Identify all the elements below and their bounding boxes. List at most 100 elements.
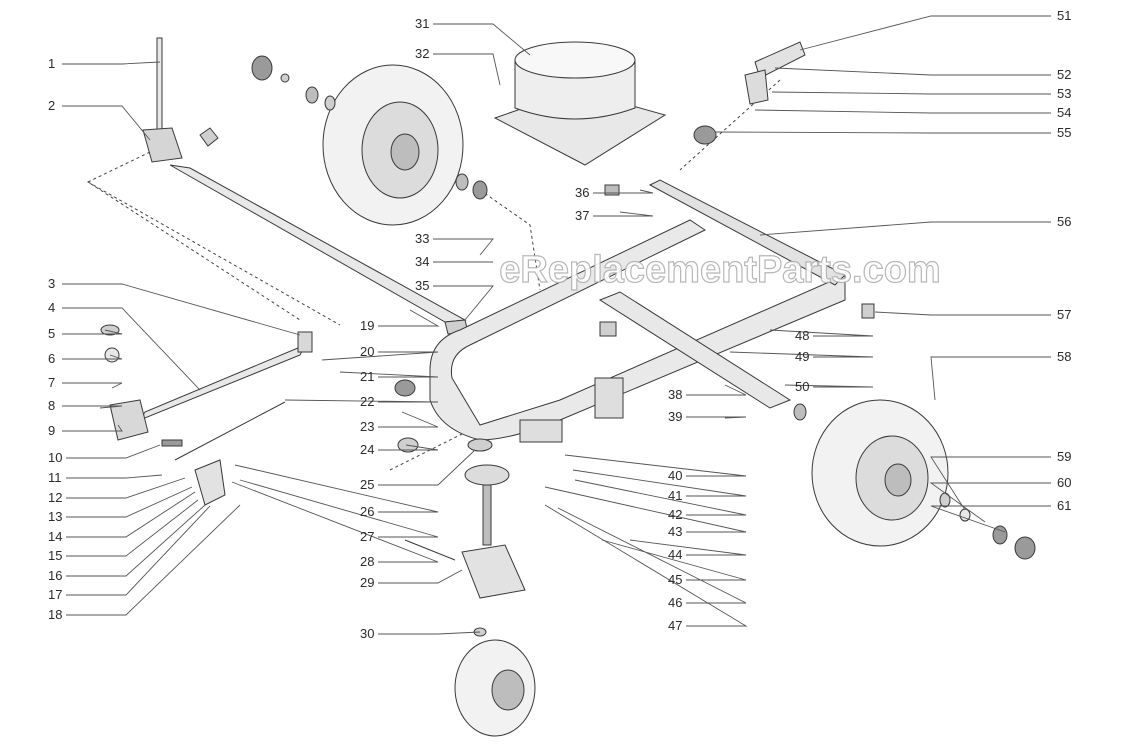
leader-line-32 (433, 53, 501, 86)
part-callout-15: 15 (48, 548, 62, 563)
leader-line-41 (572, 469, 747, 497)
part-callout-5: 5 (48, 326, 55, 341)
axle-bracket (594, 377, 624, 419)
part-callout-50: 50 (795, 379, 809, 394)
clip (604, 184, 620, 196)
pivot-bracket (109, 399, 149, 441)
caster-plate (464, 464, 510, 486)
leader-line-59 (930, 456, 1051, 511)
cam-disc (104, 347, 120, 363)
part-callout-60: 60 (1057, 475, 1071, 490)
part-callout-18: 18 (48, 607, 62, 622)
part-callout-51: 51 (1057, 8, 1071, 23)
part-callout-24: 24 (360, 442, 374, 457)
leader-line-53 (771, 91, 1051, 95)
part-callout-19: 19 (360, 318, 374, 333)
caster-fork (461, 544, 526, 599)
mount-plate (519, 419, 563, 443)
front-caster-assembly (404, 438, 536, 737)
leader-line-28 (231, 481, 439, 563)
leader-line-45 (601, 539, 747, 581)
part-callout-34: 34 (415, 254, 429, 269)
leader-line-18 (66, 504, 241, 616)
leader-line-57 (874, 311, 1051, 316)
part-callout-33: 33 (415, 231, 429, 246)
latch-plate (744, 69, 769, 105)
part-callout-16: 16 (48, 568, 62, 583)
handle-bracket (142, 127, 183, 163)
part-callout-36: 36 (575, 185, 589, 200)
link-rod (174, 401, 286, 461)
leader-line-61 (930, 505, 1051, 533)
cap (394, 379, 416, 397)
control-arm (138, 344, 307, 422)
part-callout-14: 14 (48, 529, 62, 544)
part-callout-58: 58 (1057, 349, 1071, 364)
leader-line-51 (799, 15, 1051, 51)
leader-lines (62, 15, 1051, 635)
leader-line-37 (593, 211, 654, 217)
leader-line-49 (729, 351, 874, 358)
leader-line-8 (62, 405, 123, 409)
leader-line-50 (784, 384, 874, 388)
leader-line-46 (557, 507, 747, 604)
part-callout-13: 13 (48, 509, 62, 524)
leader-line-10 (66, 444, 161, 459)
bushing (599, 321, 617, 337)
leader-line-20 (321, 351, 439, 361)
part-callout-53: 53 (1057, 86, 1071, 101)
hub-cap (251, 55, 273, 81)
hopper-rim (514, 41, 636, 79)
part-callout-57: 57 (1057, 307, 1071, 322)
part-callout-45: 45 (668, 572, 682, 587)
leader-line-60 (929, 482, 1051, 523)
frame-cross-rail (648, 179, 846, 286)
part-callout-35: 35 (415, 278, 429, 293)
part-callout-10: 10 (48, 450, 62, 465)
part-callout-43: 43 (668, 524, 682, 539)
part-callout-28: 28 (360, 554, 374, 569)
caster-hub (491, 669, 525, 711)
hopper-assembly (493, 41, 667, 166)
part-callout-38: 38 (668, 387, 682, 402)
leader-line-54 (754, 109, 1051, 114)
leader-line-36 (593, 189, 654, 194)
part-callout-32: 32 (415, 46, 429, 61)
leader-line-23 (378, 411, 439, 428)
leader-line-14 (66, 491, 196, 538)
watermark-text: eReplacementParts.com (499, 249, 940, 291)
hub (390, 133, 420, 171)
leader-line-56 (759, 221, 1051, 236)
leader-line-13 (66, 486, 193, 518)
leader-line-15 (66, 499, 199, 557)
leader-line-7 (62, 382, 123, 389)
inner-bearing (793, 403, 807, 421)
right-linkage (394, 41, 875, 453)
leader-line-11 (66, 474, 163, 479)
washer (280, 73, 290, 83)
latch-knob (693, 125, 717, 145)
leader-line-55 (714, 131, 1051, 134)
caster-spring (404, 539, 456, 561)
hub-cap (1014, 536, 1036, 560)
leader-line-48 (769, 329, 874, 337)
caster-stem (482, 484, 492, 546)
part-callout-61: 61 (1057, 498, 1071, 513)
spacer (324, 95, 336, 111)
part-callout-2: 2 (48, 98, 55, 113)
part-callout-49: 49 (795, 349, 809, 364)
part-callout-6: 6 (48, 351, 55, 366)
leader-line-27 (239, 479, 439, 538)
arm-clamp (297, 331, 313, 353)
rear-axle (598, 291, 792, 409)
part-callout-17: 17 (48, 587, 62, 602)
link-plate (194, 459, 226, 506)
part-callout-27: 27 (360, 529, 374, 544)
part-callout-30: 30 (360, 626, 374, 641)
leader-line-31 (433, 23, 531, 56)
leader-line-44 (629, 539, 747, 556)
part-callout-9: 9 (48, 423, 55, 438)
leader-line-22 (284, 399, 439, 403)
leader-line-38 (686, 384, 747, 396)
